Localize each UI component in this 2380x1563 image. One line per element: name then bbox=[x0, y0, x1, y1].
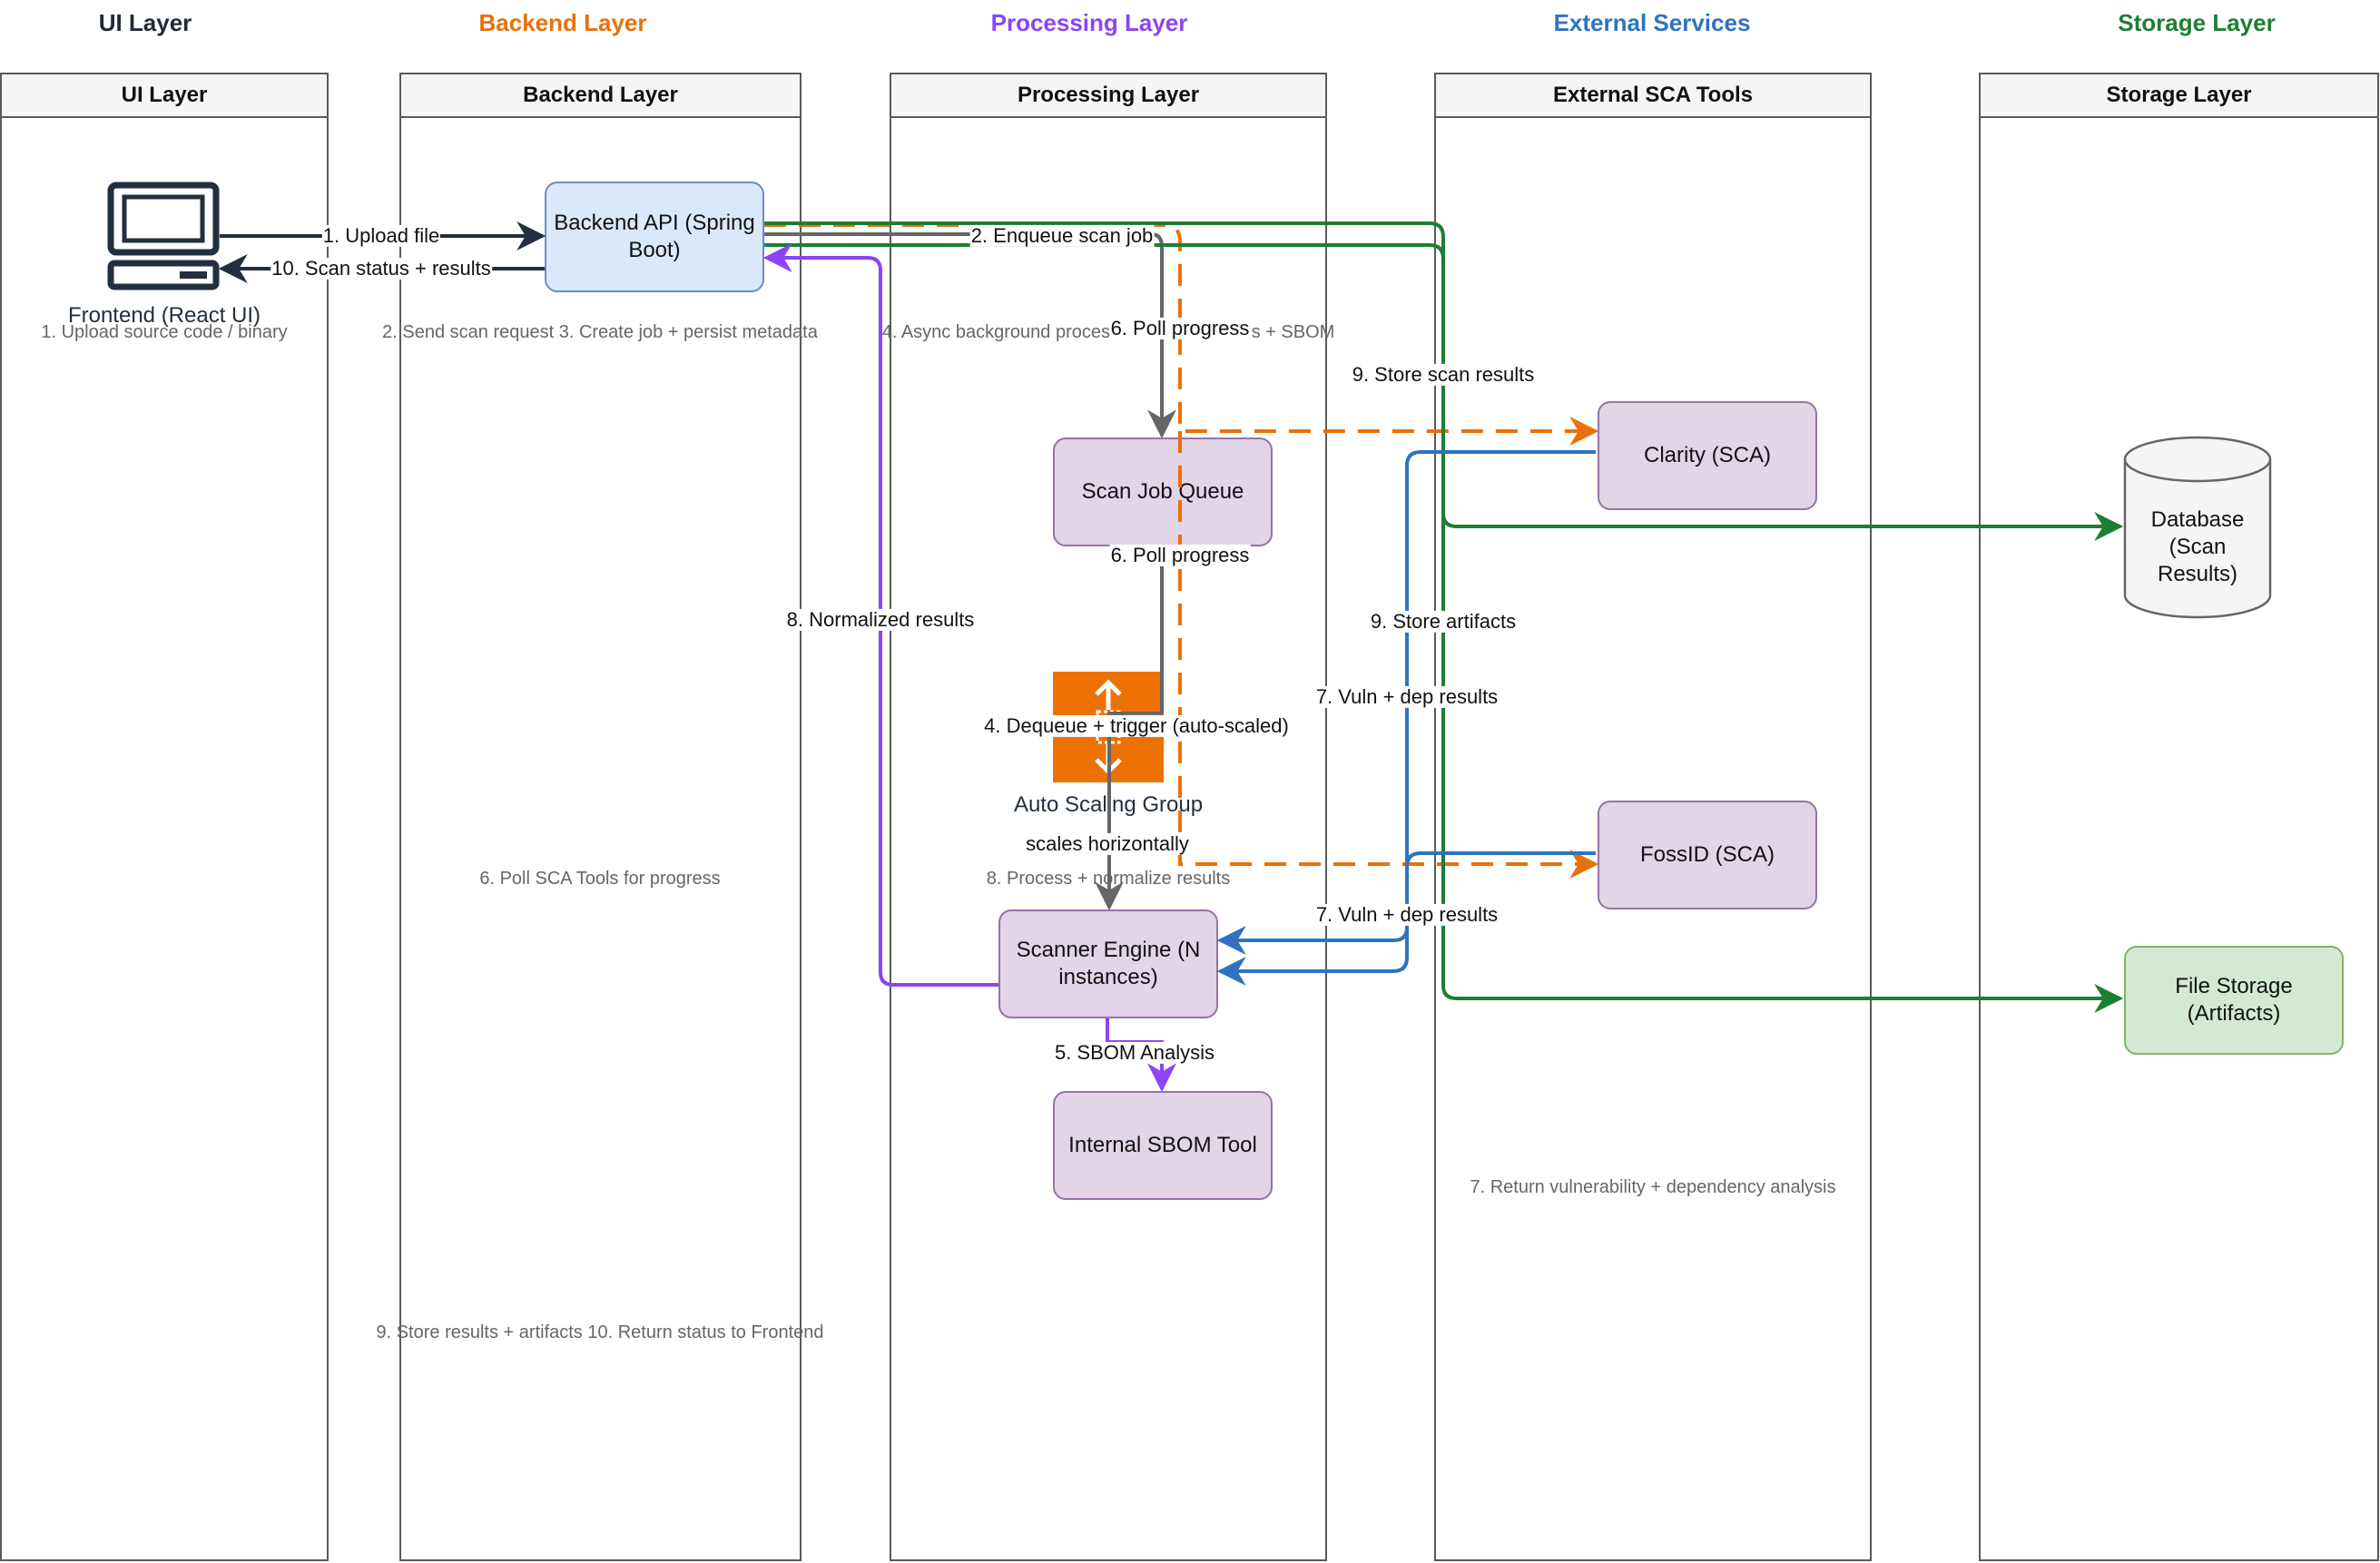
lane-backend: Backend Layer bbox=[399, 73, 802, 1561]
internal-sbom-tool-node[interactable]: Internal SBOM Tool bbox=[1053, 1091, 1273, 1200]
database-label: Database (Scan Results) bbox=[2150, 507, 2245, 586]
edge-vuln-dep-fossid bbox=[1216, 851, 1596, 955]
scan-job-queue-node[interactable]: Scan Job Queue bbox=[1053, 437, 1273, 546]
layer-title-external: External Services bbox=[1553, 9, 1751, 36]
edge-label-vuln-dep-top: 7. Vuln + dep results bbox=[1314, 684, 1500, 709]
edge-enqueue-to-clarity bbox=[764, 223, 1599, 446]
edge-vuln-dep-clarity bbox=[1216, 450, 1596, 986]
lane-header-backend: Backend Layer bbox=[401, 74, 800, 118]
edge-dequeue-trigger bbox=[1095, 546, 1164, 911]
edge-label-normalized-results: 8. Normalized results bbox=[785, 607, 976, 632]
edge-label-upload-file: 1. Upload file bbox=[321, 223, 441, 248]
edge-enqueue-to-fossid bbox=[1178, 431, 1599, 879]
lane-header-external: External SCA Tools bbox=[1436, 74, 1870, 118]
edge-label-store-scan-results: 9. Store scan results bbox=[1351, 362, 1536, 387]
note-backend-top: 2. Send scan request 3. Create job + per… bbox=[382, 322, 818, 342]
fossid-node[interactable]: FossID (SCA) bbox=[1598, 801, 1817, 909]
lane-header-storage: Storage Layer bbox=[1981, 74, 2377, 118]
note-ui: 1. Upload source code / binary bbox=[41, 322, 288, 342]
file-storage-node[interactable]: File Storage (Artifacts) bbox=[2124, 946, 2344, 1055]
layer-title-processing: Processing Layer bbox=[990, 9, 1188, 36]
edge-label-poll-progress-top: 6. Poll progress bbox=[1109, 316, 1251, 340]
edge-poll-progress bbox=[764, 232, 1176, 439]
layer-title-storage: Storage Layer bbox=[2118, 9, 2276, 36]
monitor-icon[interactable] bbox=[107, 182, 220, 290]
scanner-engine-node[interactable]: Scanner Engine (N instances) bbox=[998, 909, 1218, 1018]
edge-label-store-artifacts: 9. Store artifacts bbox=[1369, 609, 1518, 634]
lane-ui: UI Layer bbox=[0, 73, 329, 1561]
note-external-bottom: 7. Return vulnerability + dependency ana… bbox=[1470, 1177, 1836, 1197]
edge-label-sbom-analysis: 5. SBOM Analysis bbox=[1053, 1040, 1216, 1065]
edge-label-poll-progress-mid: 6. Poll progress bbox=[1109, 543, 1251, 567]
clarity-node[interactable]: Clarity (SCA) bbox=[1598, 401, 1817, 510]
note-backend-bottom: 9. Store results + artifacts 10. Return … bbox=[376, 1322, 824, 1342]
edge-label-enqueue: 2. Enqueue scan job bbox=[969, 223, 1155, 248]
lane-header-processing: Processing Layer bbox=[891, 74, 1325, 118]
edge-label-dequeue: 4. Dequeue + trigger (auto-scaled) bbox=[983, 713, 1290, 738]
layer-title-backend: Backend Layer bbox=[478, 9, 647, 36]
lane-storage: Storage Layer bbox=[1979, 73, 2379, 1561]
database-cylinder-icon[interactable] bbox=[2122, 436, 2273, 621]
note-backend-mid: 6. Poll SCA Tools for progress bbox=[479, 869, 721, 889]
layer-title-ui: UI Layer bbox=[98, 9, 192, 36]
frontend-label: Frontend (React UI) bbox=[67, 303, 261, 328]
edge-label-scales-horizontally: scales horizontally bbox=[1025, 831, 1190, 856]
edge-label-scan-status: 10. Scan status + results bbox=[270, 256, 492, 280]
edge-label-vuln-dep-bottom: 7. Vuln + dep results bbox=[1314, 902, 1500, 927]
lane-header-ui: UI Layer bbox=[2, 74, 327, 118]
